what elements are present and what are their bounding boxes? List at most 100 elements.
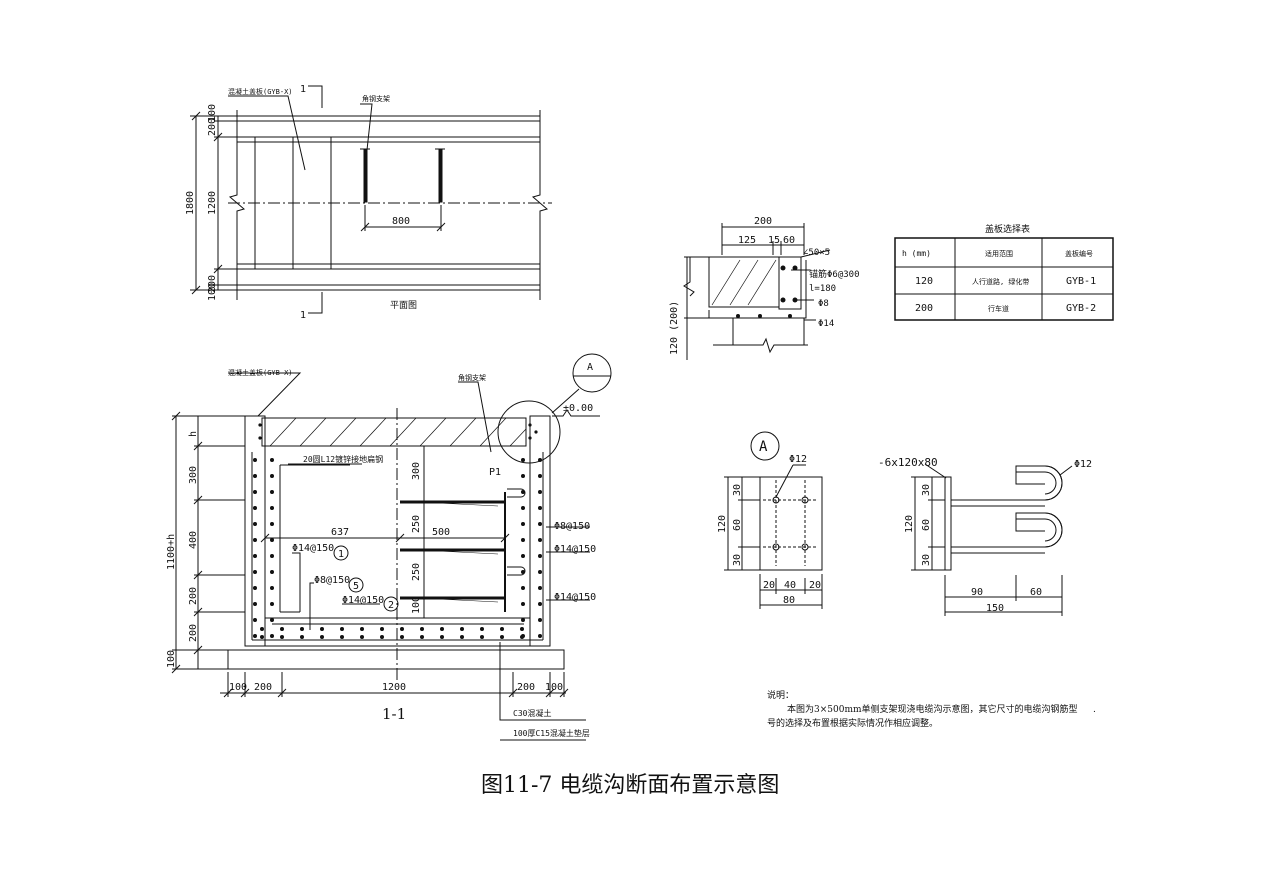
rebar-dot [253,618,257,622]
cover-dim-15: 15 [768,235,780,246]
rebar-dot [440,627,444,631]
rebar-dot [538,474,542,478]
rebar-dot [521,586,525,590]
bottom-dim-200b: 200 [517,682,535,693]
dim-left-200a: 200 [188,587,199,605]
rebar-dot [521,506,525,510]
rebar-dot [270,506,274,510]
plan-texts: 混凝土盖板(GYB-X) 角钢支架 1 1 800 平面图 1800 1200 … [185,84,417,321]
rebar-dot [460,627,464,631]
anchor-texts: -6x120x80 Φ12 30 60 30 120 90 60 150 [878,456,1092,614]
table-row1-code: GYB-1 [1066,276,1096,287]
dim-left-400: 400 [188,531,199,549]
dim-left-300: 300 [188,466,199,484]
plan-dim-mid: 1200 [207,191,218,215]
rebar-dot [380,627,384,631]
cover-rebar1: 锚筋Φ6@300 [809,268,860,280]
rebar-top-label: 20圆L12镀锌接地扁钢 [303,454,383,464]
rebar-dot [420,635,424,639]
anchor-dim-30a: 30 [921,484,932,496]
detail-a-dim-80: 80 [783,595,795,606]
detail-a [724,431,823,609]
rebar-dot [270,554,274,558]
section-cover-label: 混凝土盖板(GYB-X) [228,368,293,377]
mark-1: 1 [338,549,344,560]
rebar-label-4: Φ8@150 [554,521,590,532]
rebar-dot [538,586,542,590]
rebar-dot [360,627,364,631]
rebar-dot [440,635,444,639]
rebar-dot [280,635,284,639]
notes-title: 说明： [767,689,794,701]
rebar-dot [538,522,542,526]
rebar-dot [400,627,404,631]
rebar-dot [253,570,257,574]
rebar-dot [270,570,274,574]
rebar-dot [528,423,532,427]
anchor-plate: -6x120x80 [878,456,938,469]
rebar-dot [270,634,274,638]
rebar-dot [520,627,524,631]
cover-dim-125: 125 [738,235,756,246]
anchor-detail [911,463,1073,616]
rebar-dot [340,627,344,631]
anchor-dim-150: 150 [986,603,1004,614]
concrete-label: C30混凝土 [513,708,551,718]
rebar-dot [380,635,384,639]
figure-caption: 图11-7 电缆沟断面布置示意图 [481,773,779,798]
plan-spacing-dim: 800 [392,216,410,227]
inner-dim-300: 300 [411,462,422,480]
detail-a-dim-60: 60 [732,519,743,531]
rebar-label-6: Φ14@150 [554,592,596,603]
rebar-dot [520,635,524,639]
rebar-dot [521,554,525,558]
rebar-label-3: Φ14@150 [342,595,384,606]
rebar-dot [500,627,504,631]
rebar-dot [480,635,484,639]
rebar-dot [253,634,257,638]
cover-detail-texts: 200 125 15 60 ∠50×5 锚筋Φ6@300 l=180 Φ8 Φ1… [669,216,860,355]
rebar-dot [253,506,257,510]
cover-detail-dots [736,265,798,318]
rebar-dot [258,423,262,427]
rebar-dot [538,570,542,574]
rebar-dot [253,474,257,478]
plan-dim-bot2: 100 [207,283,218,301]
section-view [171,353,612,741]
rebar-dot [253,554,257,558]
plan-dim-bot: 200 [207,275,218,293]
notes-line2: 号的选择及布置根据实际情况作相应调整。 [767,717,938,729]
rebar-dot [300,627,304,631]
table-row1-h: 120 [915,276,933,287]
notes: 说明： 本图为3×500mm单侧支架现浇电缆沟示意图，其它尺寸的电缆沟钢筋型 号… [767,689,1096,729]
table-header-code: 盖板编号 [1065,249,1093,258]
detail-a-dim-20b: 20 [809,580,821,591]
detail-a-dim-120: 120 [717,515,728,533]
rebar-dot [521,570,525,574]
plan-dim-top: 100 [207,104,218,122]
rebar-dot [521,602,525,606]
inner-dim-250a: 250 [411,515,422,533]
dim-637: 637 [331,527,349,538]
rebar-dot [538,538,542,542]
rebar-label-1: Φ14@150 [292,543,334,554]
rebar-dot [538,490,542,494]
rebar-dot [538,602,542,606]
bedding-label: 100厚C15混凝土垫层 [513,728,590,738]
rebar-dot [340,635,344,639]
detail-a-dim-30a: 30 [732,484,743,496]
rebar-dot [260,627,264,631]
inner-dim-100: 100 [411,596,422,614]
anchor-dim-60: 60 [921,519,932,531]
section-label: 1-1 [382,705,406,723]
rebar-dot [270,602,274,606]
rebar-dot [480,627,484,631]
rebar-dot [270,618,274,622]
rebar-dot [270,538,274,542]
notes-line1: 本图为3×500mm单侧支架现浇电缆沟示意图，其它尺寸的电缆沟钢筋型 [787,703,1078,715]
section-texts: 混凝土盖板(GYB-X) 角钢支架 A ±0.00 20圆L12镀锌接地扁钢 P… [166,362,596,738]
plan-view [190,85,552,314]
mark-5: 5 [353,581,359,592]
table-row2-code: GYB-2 [1066,303,1096,314]
detail-a-dim-40: 40 [784,580,796,591]
